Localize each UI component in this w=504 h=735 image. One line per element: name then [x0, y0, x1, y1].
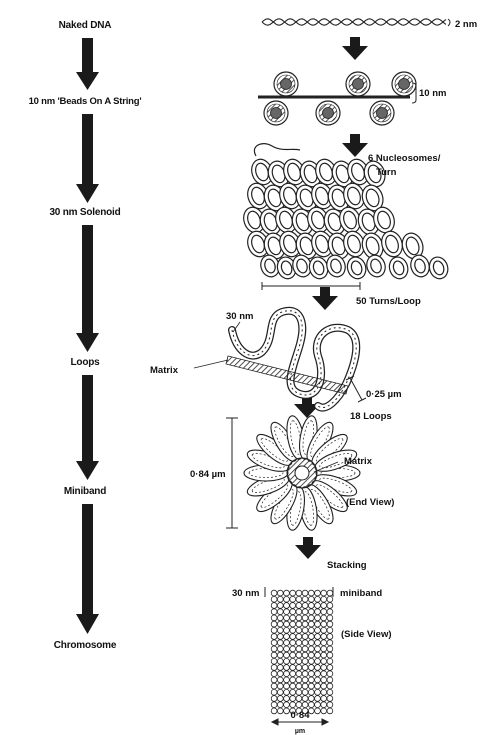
left-arrow-1: [76, 38, 99, 90]
right-arrow-3: [312, 287, 338, 310]
label-loop-size: 0·25 µm: [366, 389, 402, 400]
label-miniband-diameter: 0·84 µm: [190, 469, 226, 480]
label-loop-fiber: 30 nm: [226, 311, 253, 322]
right-arrow-2: [342, 134, 368, 157]
label-matrix-loops: Matrix: [150, 365, 179, 376]
label-dna-width: 2 nm: [455, 19, 477, 30]
label-turn: Turn: [376, 167, 397, 178]
label-stack-width-unit: µm: [295, 728, 305, 735]
label-side-view: (Side View): [341, 629, 392, 640]
label-stack-unit: 30 nm: [232, 588, 259, 599]
label-turns-per-loop: 50 Turns/Loop: [356, 296, 421, 307]
chromosome-side-view-stack: [271, 590, 333, 714]
beads-on-string: [258, 72, 416, 125]
miniband-diameter-bracket: [226, 418, 238, 528]
label-18-loops: 18 Loops: [350, 411, 392, 422]
solenoid-dimension-line: [262, 282, 360, 290]
left-arrow-3: [76, 225, 99, 352]
label-matrix-miniband: Matrix: [344, 456, 373, 467]
label-miniband: miniband: [340, 588, 382, 599]
right-arrow-1: [342, 37, 368, 60]
label-stacking: Stacking: [327, 560, 367, 571]
chromatin-loops: [232, 311, 356, 408]
label-nucleosomes-per-turn: 6 Nucleosomes/: [368, 153, 441, 164]
label-bead-size: 10 nm: [419, 88, 446, 99]
dna-width-bracket: [448, 19, 450, 26]
left-arrow-4: [76, 375, 99, 480]
left-arrow-5: [76, 504, 99, 634]
dna-double-helix: [262, 19, 446, 25]
solenoid-30nm: [240, 144, 450, 282]
right-arrow-5: [295, 537, 321, 559]
left-arrow-2: [76, 114, 99, 203]
miniband-rosette: [244, 414, 360, 531]
label-end-view: (End View): [346, 497, 394, 508]
label-stack-width-value: 0·84: [290, 710, 310, 721]
